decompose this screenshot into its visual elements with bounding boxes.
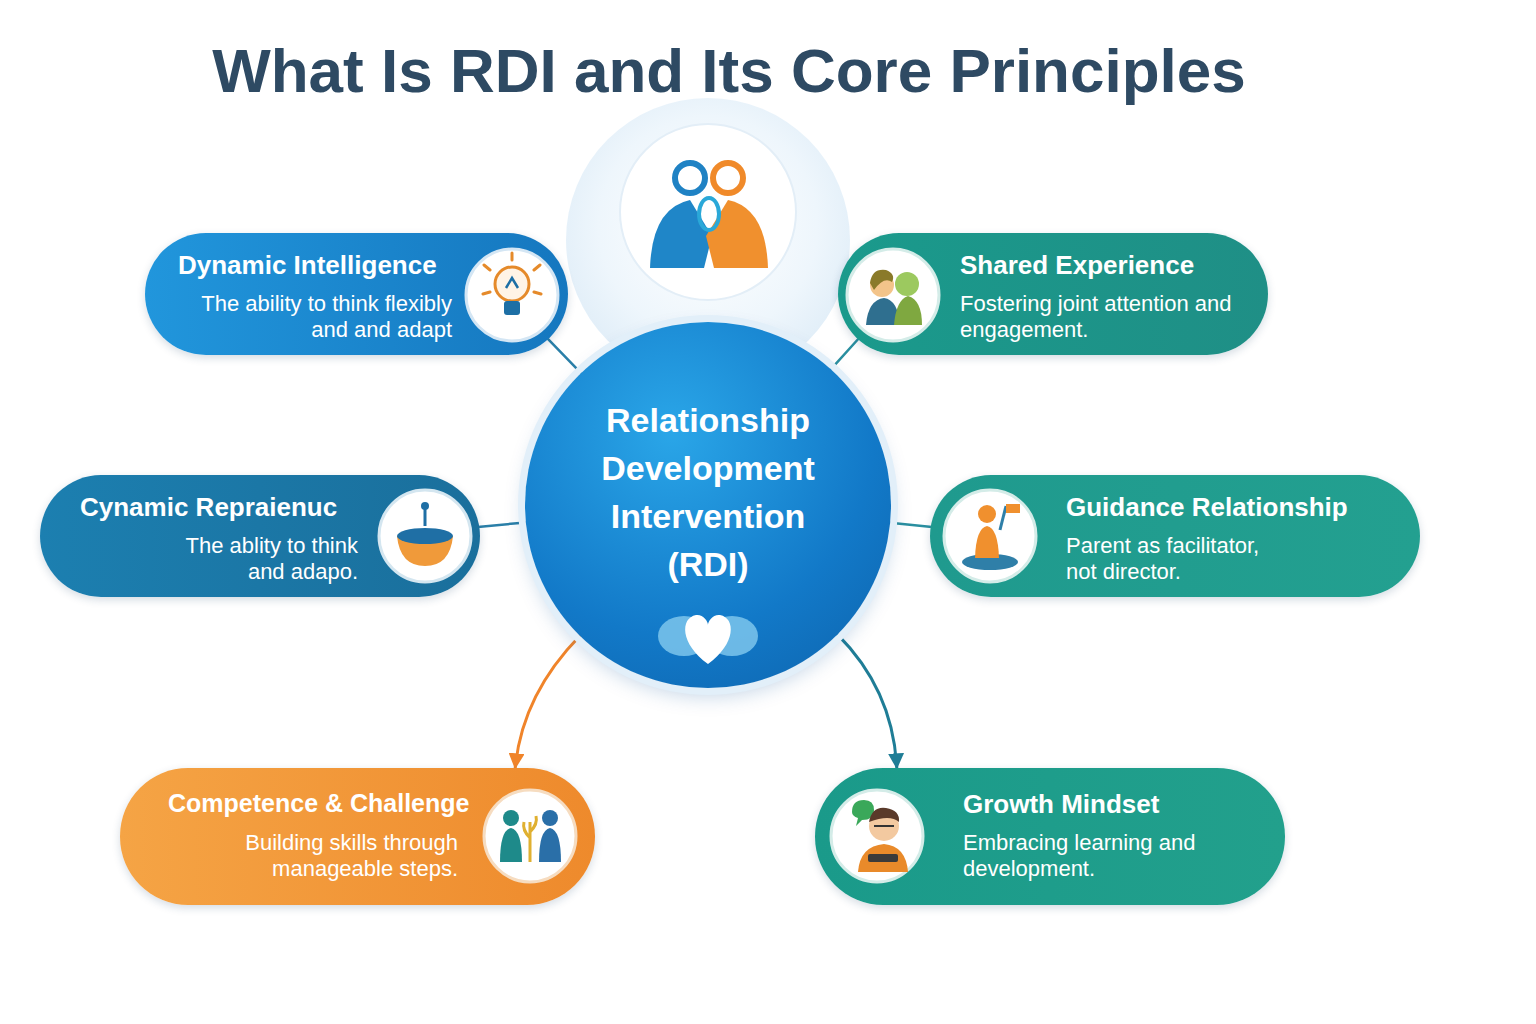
plant-shape <box>524 816 537 862</box>
ground-shape <box>962 554 1018 570</box>
icon-circle <box>847 249 939 341</box>
thinker-icon <box>831 790 923 882</box>
top-icon-circle <box>620 124 796 300</box>
person-head <box>713 163 743 193</box>
arrow-connector <box>515 636 580 768</box>
icon-circle <box>484 790 576 882</box>
node-heading: Dynamic Intelligence <box>178 249 558 282</box>
person-head <box>978 505 996 523</box>
lightbulb-icon <box>466 249 558 341</box>
person-head <box>895 272 919 296</box>
node-heading: Relationship Development Intervention (R… <box>578 396 838 588</box>
node-heading: Guidance Relationship <box>1066 491 1406 524</box>
node-body: The ablity to think and adapo. <box>158 533 358 585</box>
water-drop <box>421 502 429 510</box>
bulb-filament <box>506 278 518 288</box>
water-bowl-icon <box>379 490 471 582</box>
icon-circle <box>466 249 558 341</box>
principle-pill: Shared ExperienceFostering joint attenti… <box>838 233 1268 355</box>
person-body <box>866 298 900 325</box>
water-drop-line <box>424 508 427 526</box>
team-plant-icon <box>484 790 576 882</box>
principle-pill: Cynamic RepraienucThe ablity to think an… <box>40 475 480 597</box>
people-icon <box>650 163 768 268</box>
bowl-shape <box>397 536 453 566</box>
principle-pill: Guidance RelationshipParent as facilitat… <box>930 475 1420 597</box>
principle-pill: Growth MindsetEmbracing learning and dev… <box>815 768 1285 905</box>
person-body <box>539 828 561 862</box>
person-body <box>858 844 908 872</box>
node-heading: Competence & Challenge <box>168 788 528 819</box>
two-faces-icon <box>847 249 939 341</box>
flag-shape <box>1006 504 1020 513</box>
person-body <box>650 200 712 268</box>
connector-line <box>890 523 932 527</box>
icon-circle <box>379 490 471 582</box>
person-body <box>975 526 999 558</box>
person-hair <box>869 808 899 822</box>
water-surface <box>397 528 453 544</box>
hand-shape <box>706 616 758 656</box>
node-body: Embracing learning and development. <box>963 830 1223 882</box>
principle-pill: Dynamic IntelligenceThe ability to think… <box>145 233 568 355</box>
flag-pole <box>1000 506 1006 530</box>
guide-person-icon <box>944 490 1036 582</box>
node-heading: Growth Mindset <box>963 788 1263 821</box>
bulb-rays <box>483 253 541 294</box>
node-heading: Shared Experience <box>960 249 1260 282</box>
hands-shape <box>699 198 719 230</box>
person-head <box>542 810 558 826</box>
bulb-base <box>504 301 520 315</box>
node-body: Building skills through manageable steps… <box>208 830 458 882</box>
arrow-connector <box>837 634 896 768</box>
heart-shape <box>685 615 731 664</box>
node-heading: Cynamic Repraienuc <box>80 491 410 524</box>
diagram-title: What Is RDI and Its Core Principles <box>0 34 1458 108</box>
person-head <box>503 810 519 826</box>
connector-line <box>831 339 858 369</box>
keyboard-shape <box>868 854 898 862</box>
connector-line <box>548 339 581 373</box>
bulb-glass <box>495 267 529 301</box>
node-body: The ability to think flexibly and and ad… <box>182 291 452 343</box>
node-body: Parent as facilitator, not director. <box>1066 533 1281 585</box>
center-circle: Relationship Development Intervention (R… <box>525 322 891 688</box>
person-body <box>894 296 922 325</box>
speech-bubble <box>852 800 874 826</box>
node-body: Fostering joint attention and engagement… <box>960 291 1250 343</box>
connector-line <box>478 522 526 527</box>
heart-hands-icon <box>658 615 758 664</box>
person-body <box>706 200 768 268</box>
person-head <box>675 163 705 193</box>
principle-pill: Competence & ChallengeBuilding skills th… <box>120 768 595 905</box>
glasses-line <box>874 825 894 827</box>
hand-shape <box>658 616 710 656</box>
person-head <box>869 811 899 841</box>
icon-circle <box>944 490 1036 582</box>
person-body <box>500 828 522 862</box>
icon-circle <box>831 790 923 882</box>
person-head <box>870 273 894 297</box>
person-hair <box>870 270 893 290</box>
